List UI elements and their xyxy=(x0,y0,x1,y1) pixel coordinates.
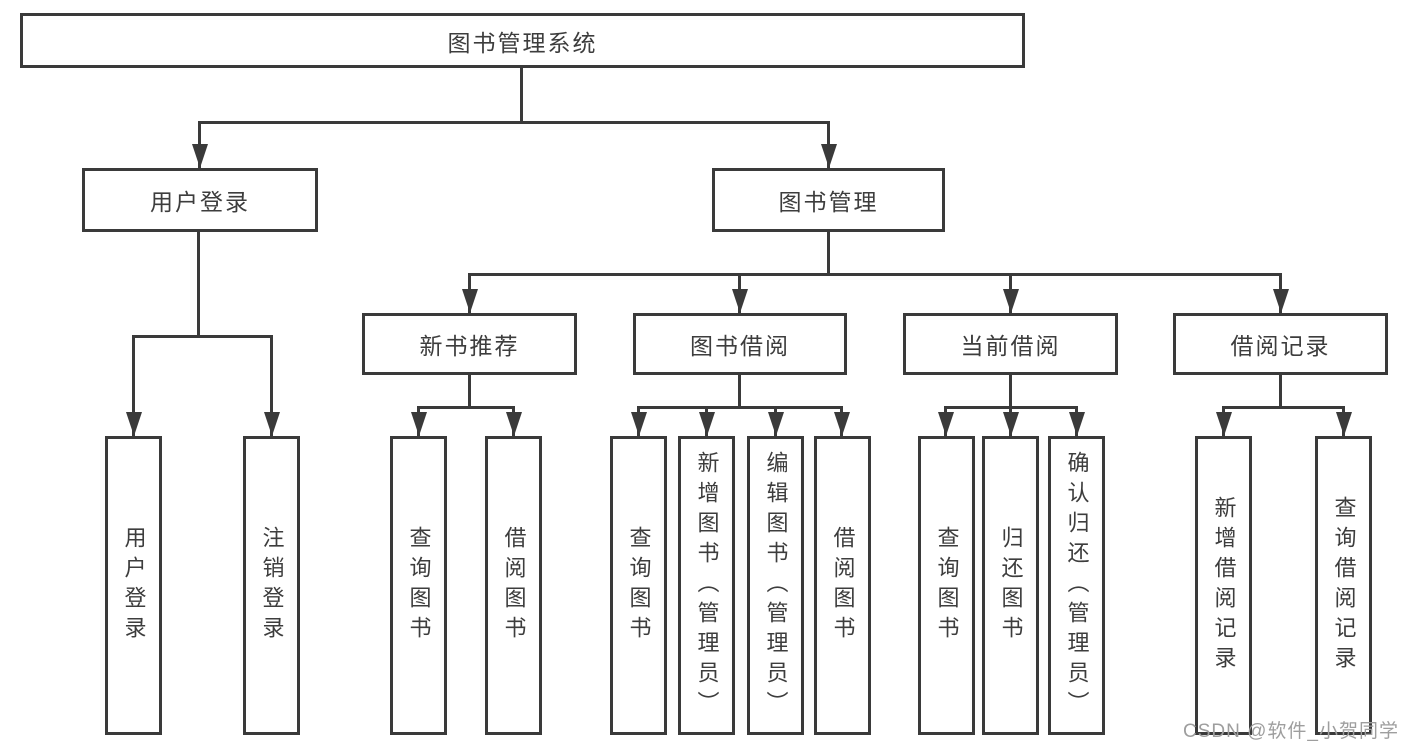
connector-arrow-down xyxy=(637,406,640,436)
connector-vline xyxy=(1009,375,1012,406)
leaf-logout-login: 注销登录 xyxy=(243,436,300,735)
connector-arrow-down xyxy=(270,335,273,436)
connector-arrow-down xyxy=(944,406,947,436)
node-borrow-records: 借阅记录 xyxy=(1173,313,1388,375)
connector-vline xyxy=(468,375,471,406)
connector-arrow-down xyxy=(1009,273,1012,313)
leaf-query-books: 查询图书 xyxy=(610,436,667,735)
node-book-borrow: 图书借阅 xyxy=(633,313,847,375)
connector-arrow-down xyxy=(1279,273,1282,313)
leaf-edit-books-admin: 编辑图书（管理员） xyxy=(747,436,804,735)
connector-arrow-down xyxy=(827,121,830,168)
connector-arrow-down xyxy=(132,335,135,436)
leaf-add-books-admin: 新增图书（管理员） xyxy=(678,436,735,735)
leaf-borrow-books: 借阅图书 xyxy=(814,436,871,735)
connector-vline xyxy=(738,375,741,406)
connector-vline xyxy=(1279,375,1282,406)
connector-hline xyxy=(637,406,843,409)
connector-arrow-down xyxy=(774,406,777,436)
connector-arrow-down xyxy=(512,406,515,436)
connector-hline xyxy=(418,406,515,409)
connector-hline xyxy=(469,273,1281,276)
node-new-book-recommend: 新书推荐 xyxy=(362,313,577,375)
root-node-library-system: 图书管理系统 xyxy=(20,13,1025,68)
leaf-query-books: 查询图书 xyxy=(918,436,975,735)
node-current-borrow: 当前借阅 xyxy=(903,313,1118,375)
connector-arrow-down xyxy=(705,406,708,436)
connector-vline xyxy=(197,232,200,335)
leaf-borrow-books: 借阅图书 xyxy=(485,436,542,735)
connector-arrow-down xyxy=(1009,406,1012,436)
connector-hline xyxy=(133,335,272,338)
connector-vline xyxy=(827,232,830,273)
node-book-management: 图书管理 xyxy=(712,168,945,232)
csdn-watermark: CSDN @软件_小贺同学 xyxy=(1183,721,1399,742)
connector-arrow-down xyxy=(738,273,741,313)
leaf-confirm-return-admin: 确认归还（管理员） xyxy=(1048,436,1105,735)
connector-arrow-down xyxy=(468,273,471,313)
connector-arrow-down xyxy=(198,121,201,168)
leaf-return-books: 归还图书 xyxy=(982,436,1039,735)
leaf-query-books: 查询图书 xyxy=(390,436,447,735)
leaf-add-borrow-record: 新增借阅记录 xyxy=(1195,436,1252,735)
connector-arrow-down xyxy=(1075,406,1078,436)
connector-arrow-down xyxy=(840,406,843,436)
leaf-user-login: 用户登录 xyxy=(105,436,162,735)
connector-arrow-down xyxy=(1342,406,1345,436)
connector-arrow-down xyxy=(1222,406,1225,436)
leaf-query-borrow-record: 查询借阅记录 xyxy=(1315,436,1372,735)
node-user-login: 用户登录 xyxy=(82,168,318,232)
connector-hline xyxy=(1223,406,1345,409)
connector-hline xyxy=(198,121,830,124)
connector-vline xyxy=(520,68,523,121)
connector-arrow-down xyxy=(417,406,420,436)
